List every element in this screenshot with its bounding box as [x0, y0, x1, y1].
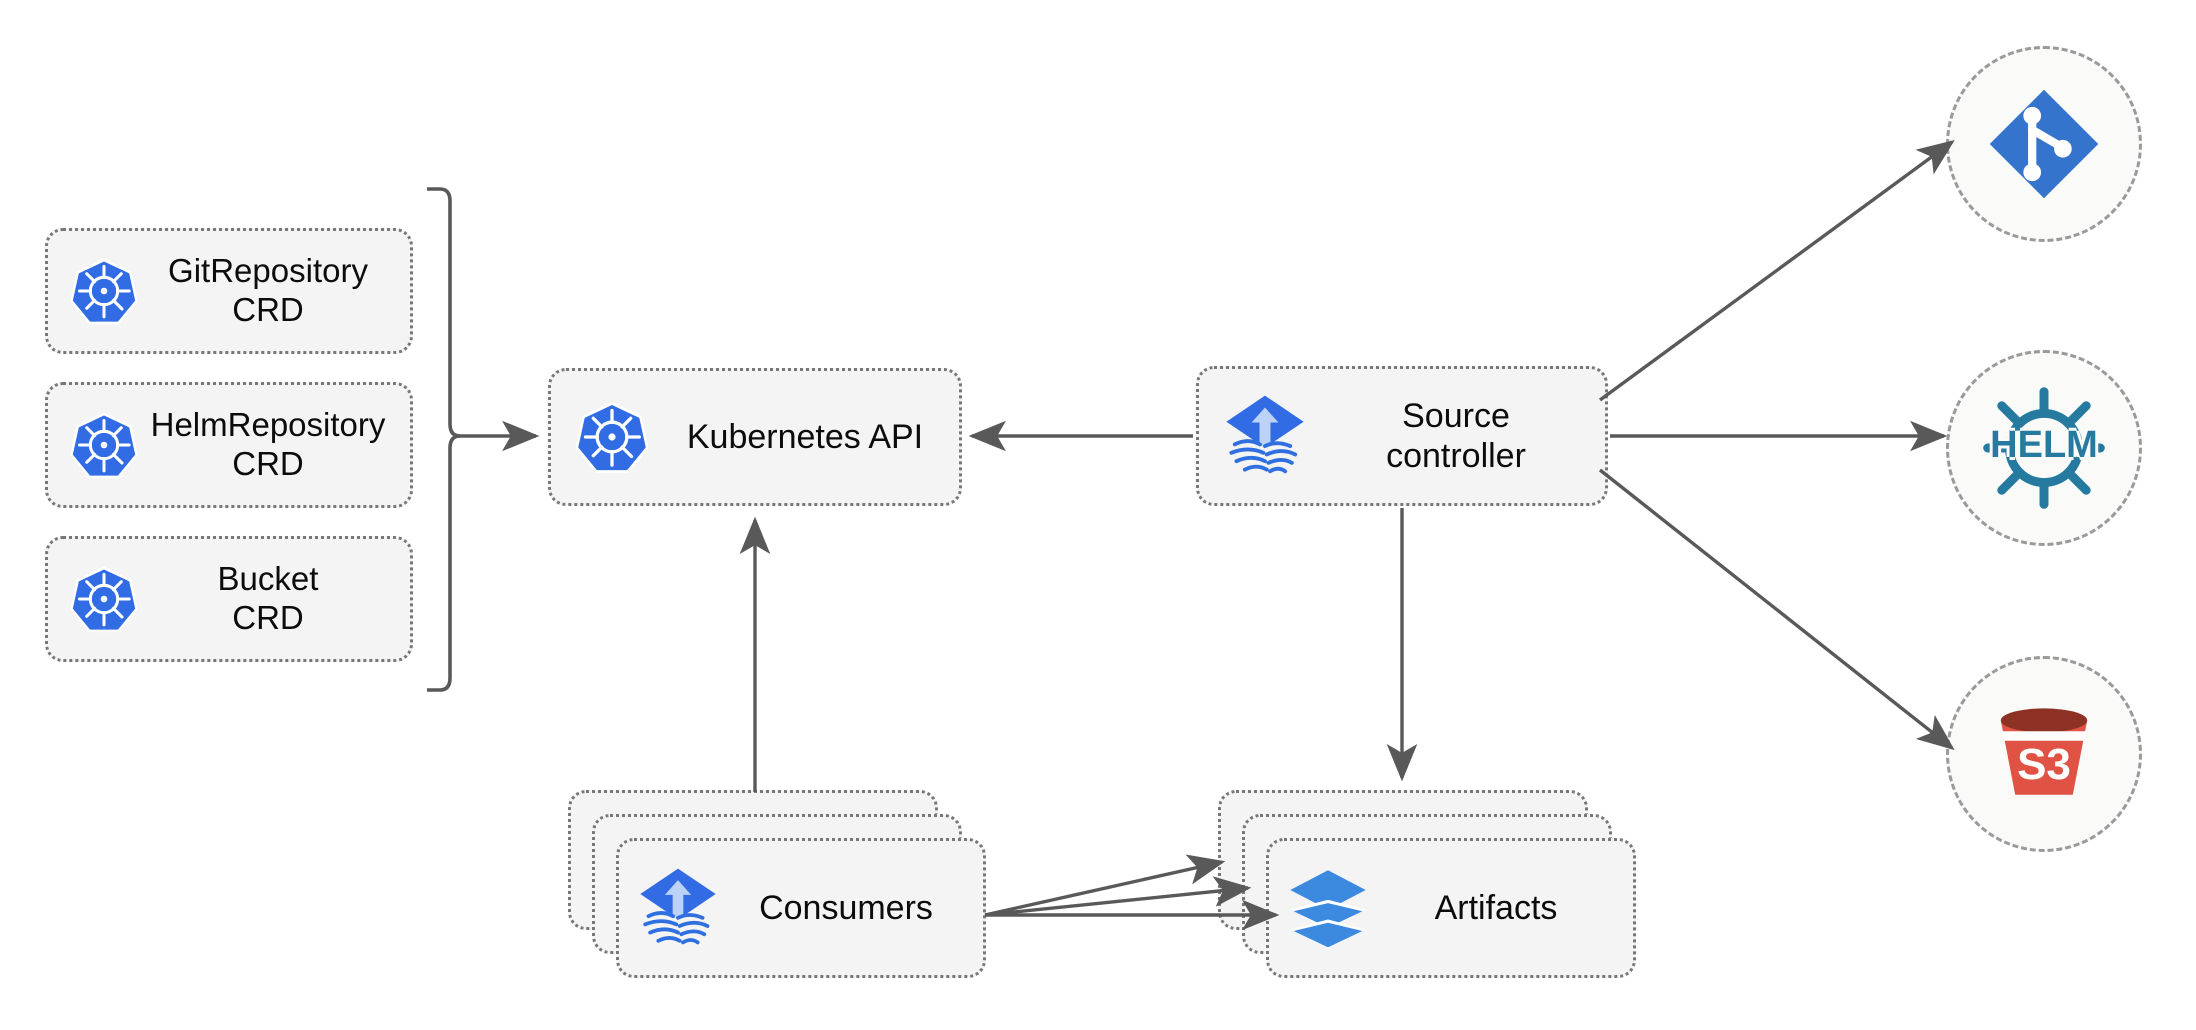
- consumers-stack[interactable]: Consumers: [568, 790, 988, 980]
- flux-icon: [1223, 394, 1307, 478]
- gitrepository-crd-box[interactable]: GitRepository CRD: [45, 228, 413, 354]
- helmrepository-crd-box[interactable]: HelmRepository CRD: [45, 382, 413, 508]
- s3-source-circle[interactable]: S3: [1946, 656, 2142, 852]
- bucket-crd-box[interactable]: Bucket CRD: [45, 536, 413, 662]
- kubernetes-icon: [68, 409, 140, 481]
- helm-source-circle[interactable]: HELM: [1946, 350, 2142, 546]
- bucket-crd-label: Bucket CRD: [217, 560, 319, 636]
- layers-icon: [1287, 867, 1369, 949]
- source-controller-box[interactable]: Source controller: [1196, 366, 1608, 506]
- s3-wordmark: S3: [2017, 740, 2071, 789]
- kubernetes-icon: [68, 563, 140, 635]
- artifacts-layer-front[interactable]: Artifacts: [1266, 838, 1636, 978]
- helmrepository-crd-label: HelmRepository CRD: [150, 406, 386, 482]
- git-source-circle[interactable]: [1946, 46, 2142, 242]
- edge-source-controller-to-git: [1598, 139, 1955, 402]
- artifacts-stack[interactable]: Artifacts: [1218, 790, 1638, 980]
- kubernetes-icon: [68, 255, 140, 327]
- kubernetes-api-label: Kubernetes API: [686, 417, 924, 456]
- git-icon: [1985, 85, 2103, 203]
- flux-icon: [637, 867, 719, 949]
- helm-wordmark: HELM: [1990, 424, 2098, 466]
- kubernetes-icon: [573, 398, 651, 476]
- consumers-label: Consumers: [759, 888, 933, 927]
- edge-source-controller-to-s3: [1598, 468, 1955, 751]
- consumers-layer-front[interactable]: Consumers: [616, 838, 986, 978]
- gitrepository-crd-label: GitRepository CRD: [168, 252, 368, 328]
- source-controller-label: Source controller: [1386, 396, 1526, 475]
- edge-consumers-to-artifacts-middle: [984, 876, 1252, 917]
- kubernetes-api-box[interactable]: Kubernetes API: [548, 368, 962, 506]
- edge-consumers-to-artifacts-top: [984, 854, 1226, 917]
- artifacts-label: Artifacts: [1434, 888, 1558, 927]
- crd-bracket: [427, 187, 461, 692]
